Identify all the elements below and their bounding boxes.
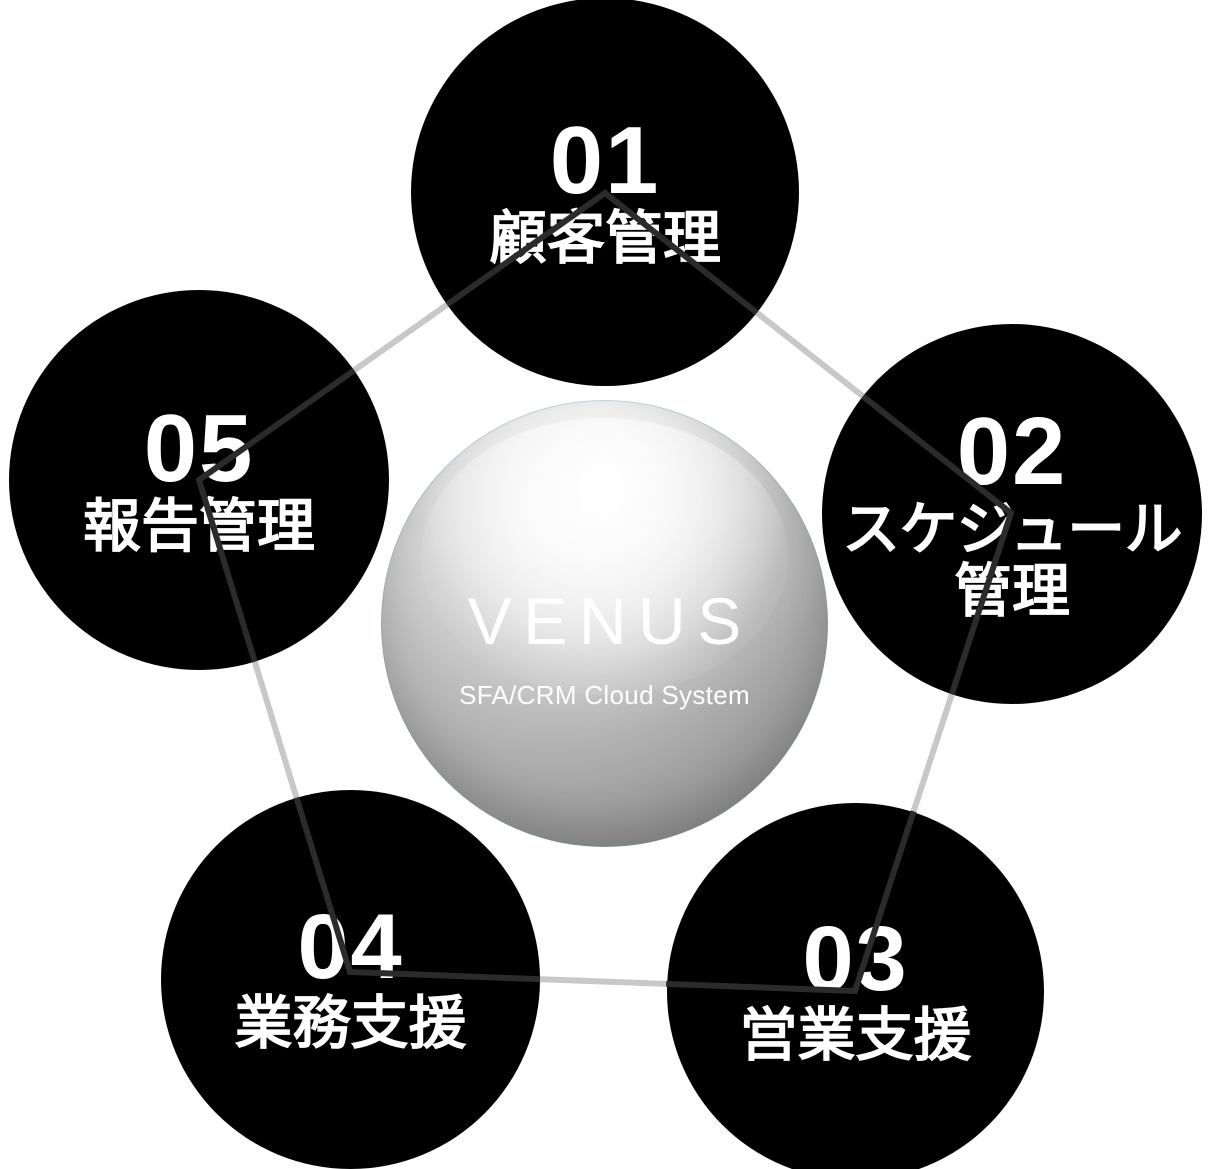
node-01-customer-management[interactable]: 01 顧客管理 (411, 0, 799, 386)
node-04-label: 業務支援 (234, 991, 467, 1057)
node-04-number: 04 (297, 896, 404, 999)
brand-tagline: SFA/CRM Cloud System (459, 679, 750, 710)
node-01-label: 顧客管理 (488, 205, 721, 271)
node-02-label-line2: 管理 (953, 558, 1070, 624)
node-02-label-line1: スケジュール (842, 497, 1182, 563)
brand-name: VENUS (467, 583, 753, 658)
core-sphere[interactable]: VENUS SFA/CRM Cloud System (381, 400, 828, 847)
node-05-label: 報告管理 (82, 493, 315, 559)
node-03-label: 営業支援 (739, 1003, 972, 1069)
